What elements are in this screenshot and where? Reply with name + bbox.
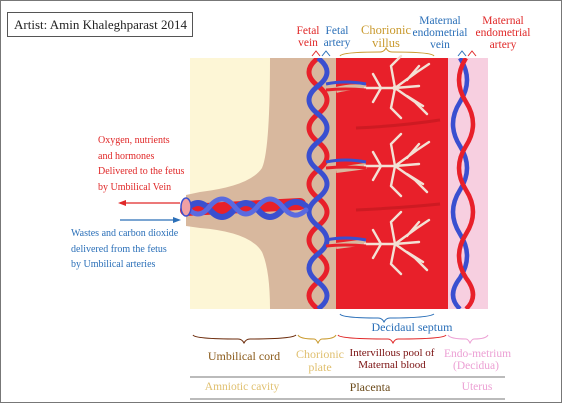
umbilical-cord-label: Umbilical cord: [194, 350, 294, 363]
amniotic-cavity-label: Amniotic cavity: [196, 381, 288, 393]
decidual-septum-label: Decidaul septum: [356, 321, 468, 334]
umbilical-cord-vessels: [181, 198, 306, 217]
fetal-artery-label: Fetal artery: [320, 25, 354, 49]
chorionic-plate-region: [296, 58, 336, 309]
uterus-region: [448, 58, 488, 309]
maternal-endometrial-artery-label: Maternal endometrial artery: [470, 15, 536, 51]
oxygen-delivery-label: Oxygen, nutrients and hormones Delivered…: [98, 133, 184, 195]
waste-removal-label: Wastes and carbon dioxide delivered from…: [71, 226, 178, 273]
uterus-label: Uterus: [452, 381, 502, 393]
placenta-label: Placenta: [340, 381, 400, 394]
chorionic-plate-label: Chorionic plate: [296, 348, 344, 373]
intervillous-pool-label: Intervillous pool of Maternal blood: [344, 348, 440, 371]
maternal-endometrial-vein-label: Maternal endometrial vein: [406, 15, 474, 51]
bottom-braces: [193, 335, 488, 343]
endometrium-label: Endo-metrium (Decidua): [444, 348, 508, 372]
flow-arrows: [118, 200, 181, 223]
